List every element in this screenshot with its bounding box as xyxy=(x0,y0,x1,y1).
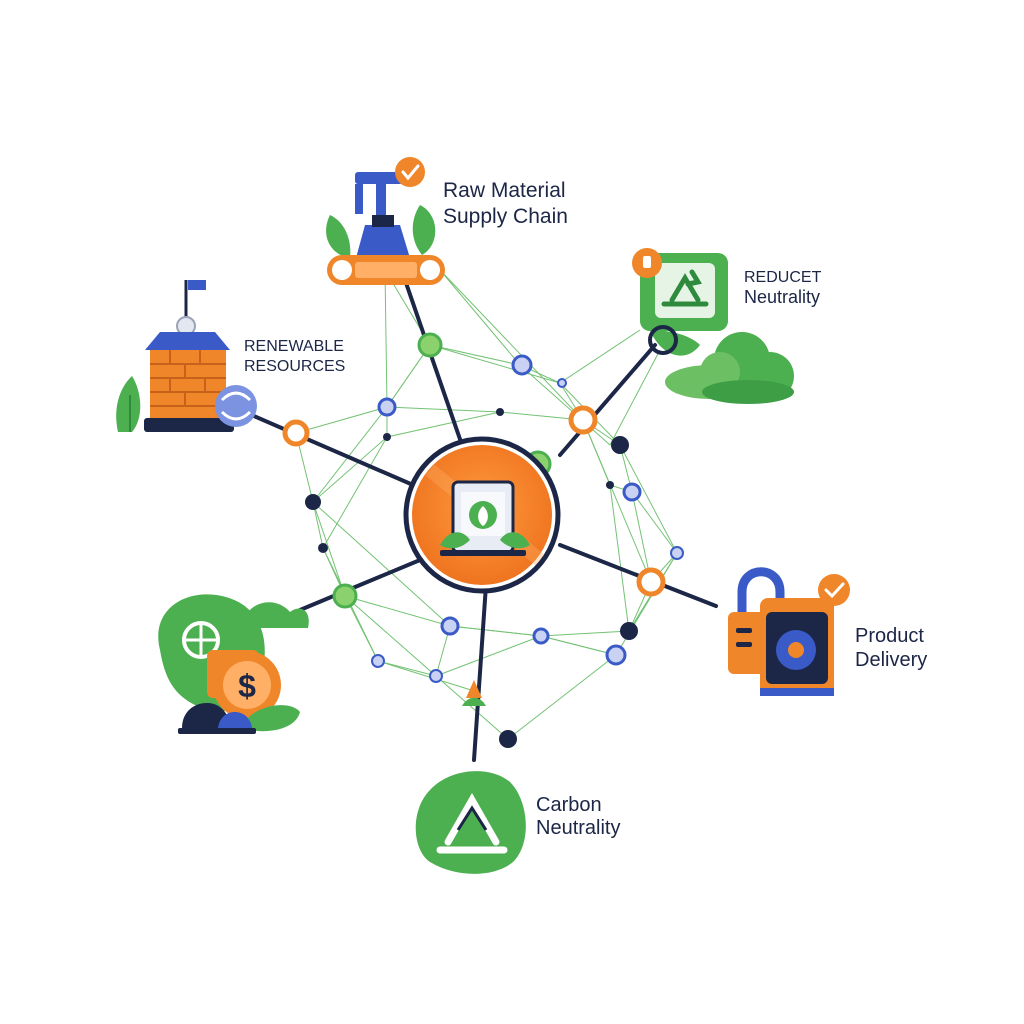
svg-text:$: $ xyxy=(238,668,256,704)
node-blue xyxy=(532,627,550,645)
node-orange xyxy=(568,405,598,435)
node-blue xyxy=(670,546,684,560)
raw-material-label-line1: Raw Material xyxy=(443,179,566,202)
node-blue xyxy=(377,397,397,417)
node-blue xyxy=(622,482,642,502)
carbon-neutrality-icon xyxy=(415,680,526,874)
recycle-icon xyxy=(661,269,709,307)
central-hub xyxy=(403,436,561,594)
network-spokes xyxy=(238,278,718,762)
node-navy xyxy=(620,622,638,640)
node-green xyxy=(332,583,358,609)
raw-material-icon xyxy=(326,157,445,285)
cloud-icon xyxy=(665,332,794,404)
reducet-label-line2: Neutrality xyxy=(744,287,820,307)
recycle-icon xyxy=(436,792,508,854)
node-navy xyxy=(318,543,328,553)
carbon-neutrality-label-line2: Neutrality xyxy=(536,817,620,839)
leaf-device-icon xyxy=(440,480,530,556)
network-nodes xyxy=(282,332,684,748)
node-navy xyxy=(611,436,629,454)
building-icon xyxy=(144,280,234,432)
renewable-label-line1: RENEWABLE xyxy=(244,338,344,355)
node-green xyxy=(417,332,443,358)
product-delivery-label-line1: Product xyxy=(855,625,924,647)
product-delivery-icon xyxy=(728,567,850,696)
node-blue xyxy=(371,654,385,668)
node-blue xyxy=(511,354,533,376)
node-navy xyxy=(606,481,614,489)
node-blue xyxy=(429,669,443,683)
dollar-coin-icon: $ xyxy=(213,651,281,719)
node-blue xyxy=(557,378,567,388)
reducet-label-line1: REDUCET xyxy=(744,269,822,286)
node-navy xyxy=(305,494,321,510)
renewable-label-line2: RESOURCES xyxy=(244,358,345,375)
product-delivery-label-line2: Delivery xyxy=(855,649,927,671)
raw-material-label-line2: Supply Chain xyxy=(443,205,568,228)
carbon-neutrality-label-line1: Carbon xyxy=(536,794,602,816)
finance-cluster-icon: $ xyxy=(158,594,309,734)
node-navy xyxy=(496,408,504,416)
node-orange xyxy=(636,567,666,597)
renewable-icon xyxy=(116,280,257,432)
node-orange xyxy=(282,419,310,447)
node-blue xyxy=(440,616,460,636)
node-navy xyxy=(383,433,391,441)
node-blue xyxy=(605,644,627,666)
node-navy xyxy=(499,730,517,748)
reducet-icon xyxy=(632,248,794,404)
padlock-icon xyxy=(728,567,834,696)
